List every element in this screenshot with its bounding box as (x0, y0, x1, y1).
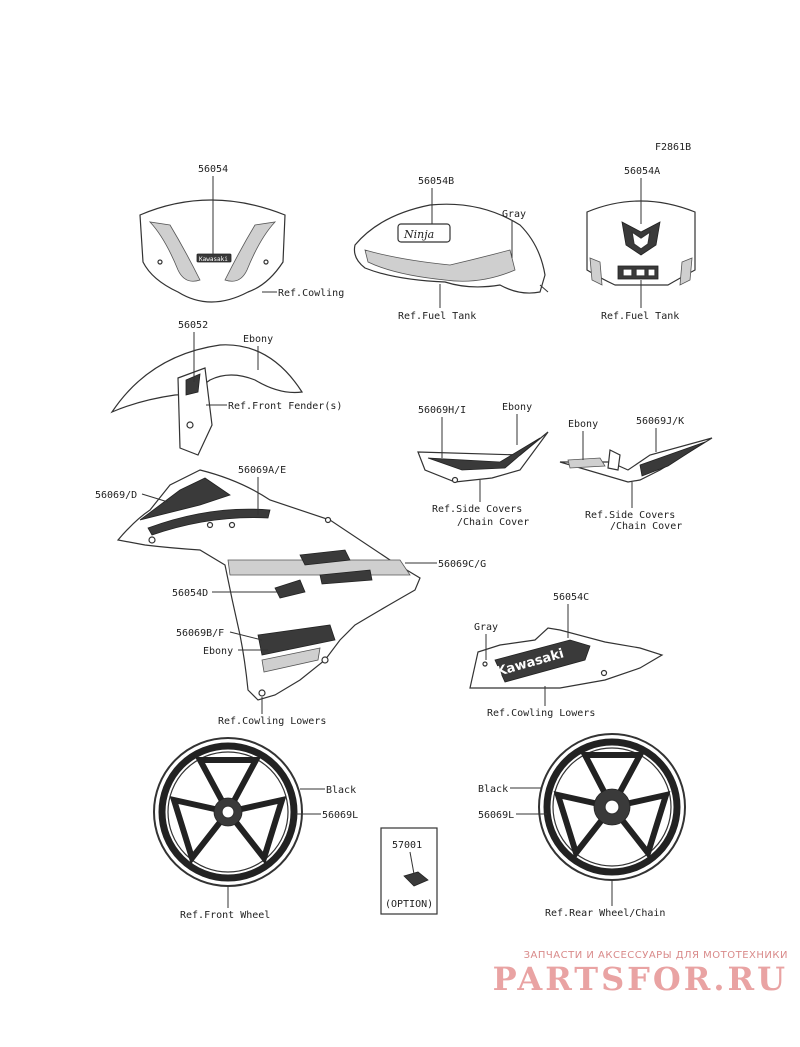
label-56054B: 56054B (418, 176, 454, 187)
label-ref-fuel-tank-2: Ref.Fuel Tank (601, 311, 679, 322)
label-ebony-fender: Ebony (243, 334, 273, 345)
watermark-tagline: ЗАПЧАСТИ И АКСЕССУАРЫ ДЛЯ МОТОТЕХНИКИ (523, 950, 788, 961)
label-56054C: 56054C (553, 592, 589, 603)
label-gray-lower: Gray (474, 622, 498, 633)
label-ref-front-wheel: Ref.Front Wheel (180, 910, 270, 921)
label-ref-side-covers-1b: /Chain Cover (457, 517, 529, 528)
label-56054D: 56054D (172, 588, 208, 599)
fuel-tank-drawing: Ninja (353, 203, 549, 294)
label-56069L-front: 56069L (322, 810, 358, 821)
side-cover-right-drawing (559, 437, 713, 483)
label-ref-rear-wheel: Ref.Rear Wheel/Chain (545, 908, 665, 919)
rear-wheel-drawing (538, 733, 686, 881)
label-57001: 57001 (392, 840, 422, 851)
label-ref-cowling: Ref.Cowling (278, 288, 344, 299)
decal-kawasaki-small: Kawasaki (199, 256, 228, 263)
label-ref-side-covers-2b: /Chain Cover (610, 521, 682, 532)
front-wheel-drawing (153, 737, 303, 887)
label-black-rear: Black (478, 784, 508, 795)
label-56052: 56052 (178, 320, 208, 331)
side-cover-left-drawing (417, 431, 549, 484)
label-56069D: 56069/D (95, 490, 137, 501)
label-56054: 56054 (198, 164, 228, 175)
watermark: ЗАПЧАСТИ И АКСЕССУАРЫ ДЛЯ МОТОТЕХНИКИ PA… (488, 950, 788, 997)
label-ref-front-fender: Ref.Front Fender(s) (228, 401, 342, 412)
label-56069CG: 56069C/G (438, 559, 486, 570)
label-option: (OPTION) (385, 899, 433, 910)
label-56054A: 56054A (624, 166, 660, 177)
label-ebony-cowl: Ebony (203, 646, 233, 657)
label-ref-side-covers-1a: Ref.Side Covers (432, 504, 522, 515)
label-ebony-side-right: Ebony (568, 419, 598, 430)
figure-code: F2861B (655, 142, 691, 153)
cowling-lower-drawing: Kawasaki (469, 627, 664, 689)
label-black-front: Black (326, 785, 356, 796)
label-ref-side-covers-2a: Ref.Side Covers (585, 510, 675, 521)
label-56069L-rear: 56069L (478, 810, 514, 821)
decal-ninja: Ninja (403, 228, 434, 241)
label-56069BF: 56069B/F (176, 628, 224, 639)
watermark-logo: PARTSFOR.RU (492, 960, 788, 998)
label-ref-cowling-lowers-2: Ref.Cowling Lowers (487, 708, 595, 719)
tank-pad-drawing (586, 200, 696, 286)
front-fender-drawing (110, 344, 304, 456)
label-gray-tank: Gray (502, 209, 526, 220)
label-ref-cowling-lowers-1: Ref.Cowling Lowers (218, 716, 326, 727)
label-ref-fuel-tank-1: Ref.Fuel Tank (398, 311, 476, 322)
option-box (380, 827, 438, 915)
label-56069HI: 56069H/I (418, 405, 466, 416)
fairing-drawing (116, 469, 421, 701)
label-56069JK: 56069J/K (636, 416, 684, 427)
label-56069AE: 56069A/E (238, 465, 286, 476)
label-ebony-side-left: Ebony (502, 402, 532, 413)
